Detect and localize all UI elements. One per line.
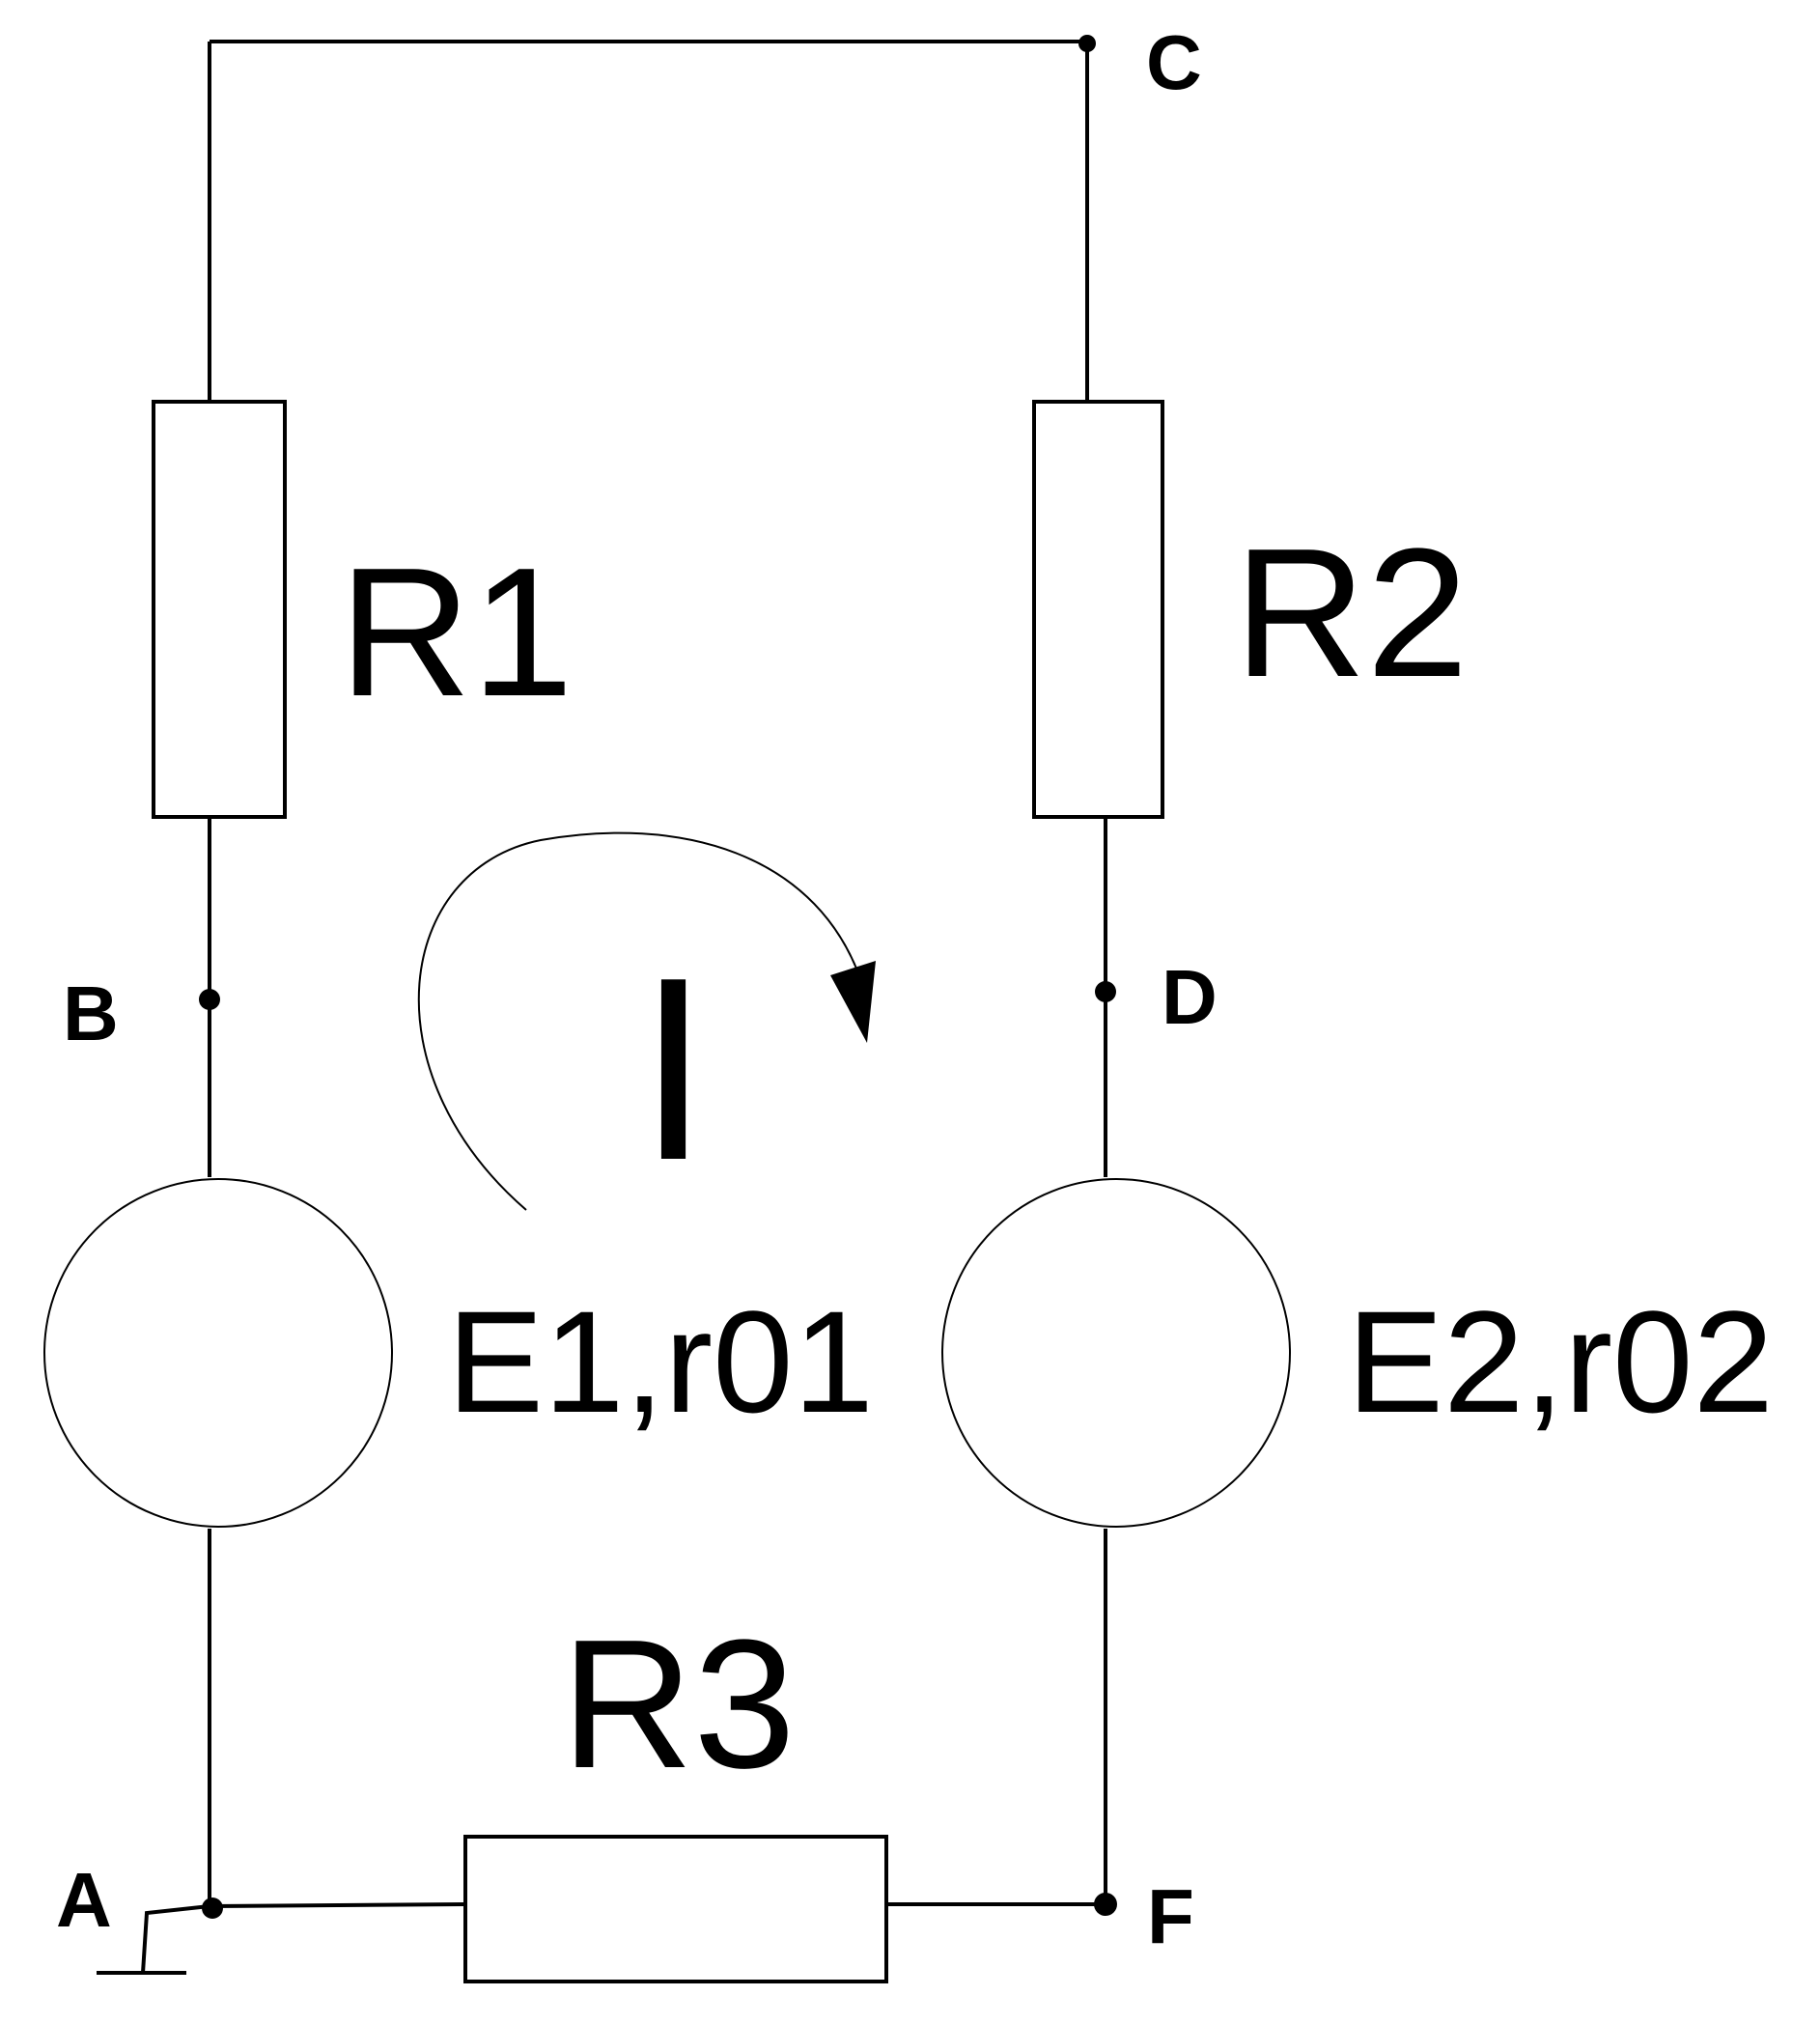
junction-a: [202, 1898, 223, 1919]
source-label-e2: E2,r02: [1347, 1280, 1774, 1443]
loop-current-arc: [417, 831, 865, 1211]
wire-bottom-left: [209, 1902, 466, 1908]
resistor-r2: [1032, 400, 1164, 819]
node-label-b: B: [63, 970, 119, 1056]
source-label-e1: E1,r01: [447, 1280, 874, 1443]
resistor-label-r2: R2: [1234, 511, 1469, 716]
junction-c: [1078, 35, 1096, 52]
source-e2: [941, 1178, 1291, 1528]
junction-d: [1095, 981, 1116, 1002]
node-label-d: D: [1162, 954, 1218, 1040]
source-e1: [43, 1178, 393, 1528]
loop-current-arrowhead: [830, 961, 876, 1043]
node-label-a: A: [56, 1857, 112, 1943]
ground-symbol: [141, 1904, 210, 1974]
node-label-c: C: [1146, 19, 1202, 105]
junction-b: [199, 989, 220, 1010]
resistor-r3: [463, 1835, 888, 1983]
loop-current-label: I: [637, 924, 710, 1215]
resistor-r1: [152, 400, 287, 819]
labels: C B D A F R1 R2 R3 E1,r01 E2,r02 I: [56, 19, 1774, 1959]
resistor-label-r1: R1: [339, 530, 574, 735]
resistor-label-r3: R3: [561, 1602, 796, 1807]
junction-f: [1094, 1893, 1117, 1916]
node-label-f: F: [1147, 1873, 1194, 1959]
junctions: [199, 35, 1117, 1919]
